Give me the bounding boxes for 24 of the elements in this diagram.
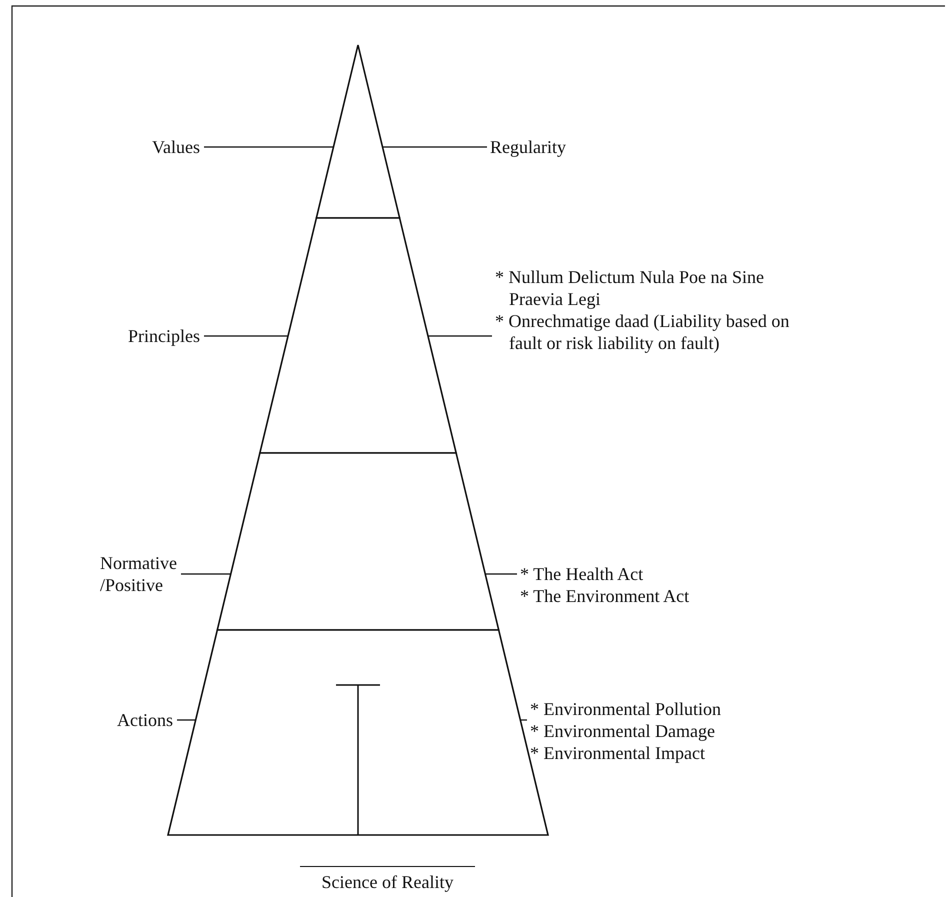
pyramid-section (258, 217, 458, 454)
level-label: Values (90, 136, 200, 158)
level-label: Actions (60, 709, 173, 731)
leader-line (485, 573, 517, 575)
list-item: * Environmental Impact (530, 742, 706, 764)
level-label: Normative /Positive (100, 552, 190, 596)
list-item: Regularity (490, 136, 567, 158)
list-item: * The Environment Act (520, 585, 690, 607)
list-item: * Environmental Pollution (530, 698, 722, 720)
list-item: * The Health Act (520, 563, 644, 585)
leader-line (177, 719, 196, 721)
list-item: * Onrechmatige daad (Liability based on fault or risk liability on fault) (495, 310, 790, 354)
level-label: Principles (80, 325, 200, 347)
pyramid-section (216, 452, 500, 631)
axis-caption: Science of Reality (300, 866, 475, 893)
leader-line (382, 146, 487, 148)
leader-line (428, 335, 492, 337)
pyramid-apex-section (315, 44, 401, 219)
leader-line (204, 146, 334, 148)
leader-line (520, 719, 527, 721)
leader-line (204, 335, 288, 337)
list-item: * Nullum Delictum Nula Poe na Sine Praevia Legi (495, 266, 765, 310)
leader-line (180, 573, 231, 575)
list-item: * Environmental Damage (530, 720, 716, 742)
